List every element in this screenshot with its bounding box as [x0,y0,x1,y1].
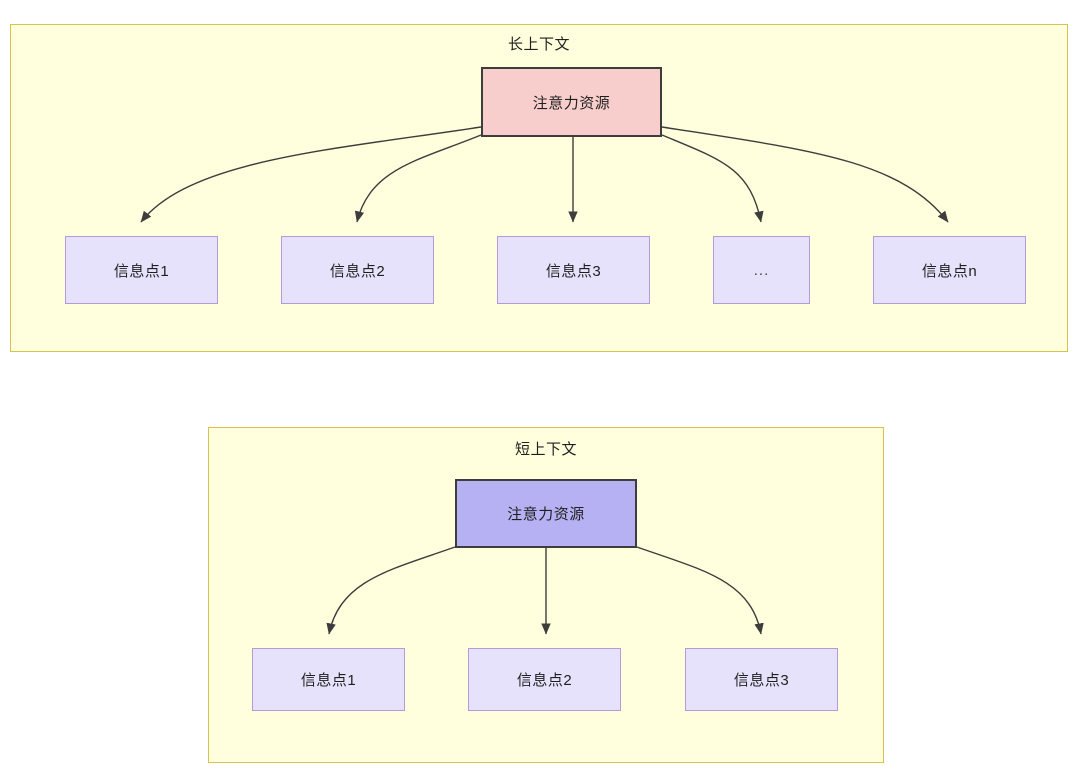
node-info-point-short-3[interactable]: 信息点3 [685,648,838,711]
node-attention-resource-short[interactable]: 注意力资源 [455,479,637,548]
node-info-point-long-3[interactable]: 信息点3 [497,236,650,304]
node-info-point-long-n[interactable]: 信息点n [873,236,1026,304]
node-info-point-short-2[interactable]: 信息点2 [468,648,621,711]
node-info-point-long-1[interactable]: 信息点1 [65,236,218,304]
node-attention-resource-long[interactable]: 注意力资源 [481,67,662,137]
section-title-long-context: 长上下文 [507,36,570,53]
node-info-point-short-1[interactable]: 信息点1 [252,648,405,711]
section-short-context: 短上下文 [208,427,884,763]
node-info-point-long-ellipsis[interactable]: ... [713,236,810,304]
section-title-short-context: 短上下文 [514,441,577,458]
node-info-point-long-2[interactable]: 信息点2 [281,236,434,304]
